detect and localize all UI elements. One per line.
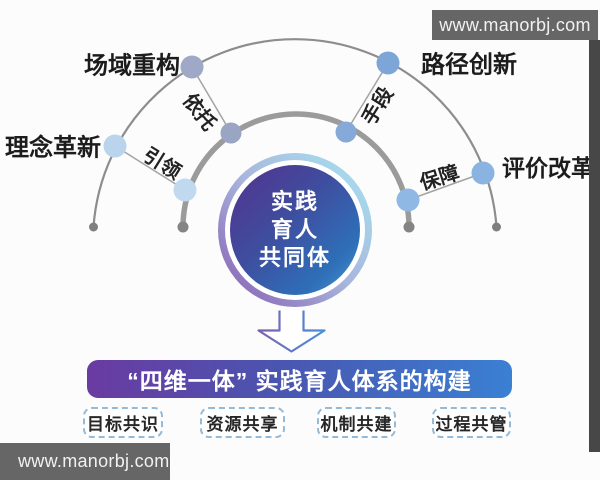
outer-arc-end-dot-right — [492, 222, 501, 232]
node-yinling — [173, 178, 197, 202]
node-path-innovation — [376, 51, 400, 75]
watermark-bottom: www.manorbj.com — [0, 443, 170, 480]
down-arrow-icon — [257, 310, 326, 353]
spoke-line-yituo — [191, 66, 232, 134]
spoke-line-baozhang — [407, 172, 484, 201]
outer-arc-end-dot-left — [89, 222, 98, 232]
center-circle-ring: 实践 育人 共同体 — [218, 153, 372, 307]
banner-title: “四维一体” 实践育人体系的构建 — [127, 368, 472, 394]
node-field-restructure — [180, 55, 204, 79]
center-circle: 实践 育人 共同体 — [230, 165, 360, 295]
center-text-line3: 共同体 — [258, 245, 331, 270]
node-concept-renewal — [103, 134, 127, 158]
pillar-goal-consensus: 目标共识 — [83, 407, 163, 438]
node-baozhang — [396, 188, 420, 212]
label-eval-reform: 评价改革 — [502, 156, 594, 181]
banner: “四维一体” 实践育人体系的构建 — [87, 360, 512, 398]
node-shouduan — [335, 121, 357, 143]
inner-arc-end-dot-right — [403, 221, 415, 233]
pillar-process-comanage: 过程共管 — [432, 407, 511, 438]
spoke-line-yinling — [114, 145, 186, 191]
node-eval-reform — [471, 161, 495, 185]
pillar-resource-sharing: 资源共享 — [200, 407, 285, 438]
node-yituo — [220, 122, 242, 144]
label-concept-renewal: 理念革新 — [5, 135, 101, 162]
pillar-mechanism-building: 机制共建 — [317, 407, 396, 438]
center-text-line2: 育人 — [270, 217, 319, 242]
spoke-line-shouduan — [345, 62, 389, 133]
label-path-innovation: 路径创新 — [421, 52, 517, 79]
watermark-top: www.manorbj.com — [432, 10, 598, 40]
label-field-restructure: 场域重构 — [84, 53, 180, 80]
inner-arc-end-dot-left — [177, 221, 189, 233]
right-edge-strip — [589, 40, 600, 452]
inner-arc — [180, 111, 412, 230]
center-circle-gap: 实践 育人 共同体 — [225, 160, 365, 300]
center-text-line1: 实践 — [270, 189, 319, 214]
